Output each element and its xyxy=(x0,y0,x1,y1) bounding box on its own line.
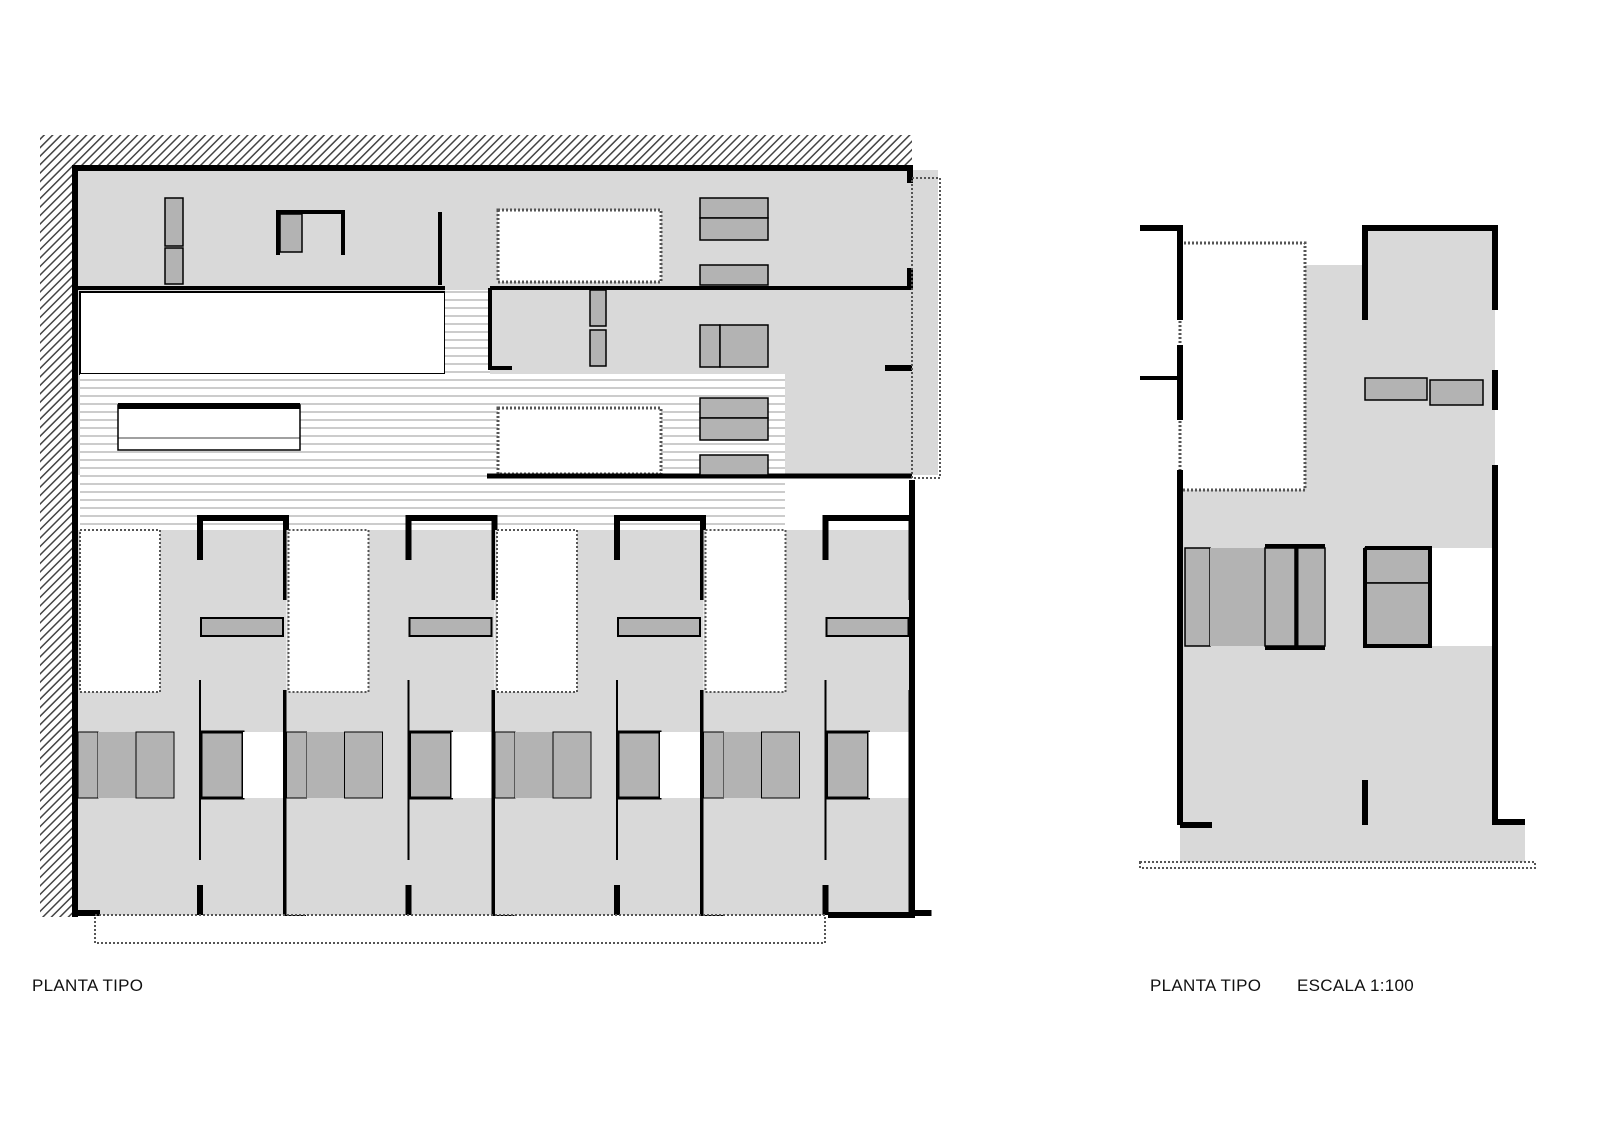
corridor xyxy=(80,374,785,529)
unit-furniture xyxy=(552,731,592,799)
unit-lightwell xyxy=(451,732,492,798)
unit-bathroom xyxy=(616,730,662,800)
unit-lightwell xyxy=(868,732,909,798)
unit-furniture xyxy=(703,731,724,799)
unit-bathroom xyxy=(199,730,245,800)
detail-floor-plan xyxy=(1139,225,1536,869)
detail-courtyard xyxy=(1178,241,1307,492)
lower-apartment-units xyxy=(77,480,932,918)
party-wall-hatch-left xyxy=(40,135,72,917)
unit-furniture xyxy=(344,731,383,799)
unit-furniture xyxy=(98,732,136,798)
unit-lightwell xyxy=(660,732,700,798)
unit-kitchen xyxy=(825,617,910,637)
detail-furniture xyxy=(1184,377,1484,647)
unit-furniture xyxy=(135,731,175,799)
unit-bathroom xyxy=(825,730,870,800)
unit-wall xyxy=(405,515,498,600)
main-floor-plan xyxy=(40,135,941,944)
staircase xyxy=(117,403,301,451)
corridor-connector xyxy=(445,290,490,375)
unit-bathroom xyxy=(408,730,453,800)
unit-furniture xyxy=(494,731,516,799)
detail-balcony-rail xyxy=(1139,861,1536,869)
unit-lightwell xyxy=(243,732,283,798)
unit-furniture xyxy=(77,731,99,799)
courtyard-top xyxy=(496,208,663,284)
unit-kitchen xyxy=(408,617,493,637)
unit-furniture xyxy=(723,732,762,798)
unit-wall xyxy=(614,515,706,600)
party-wall-hatch-top xyxy=(40,135,912,167)
unit-courtyard xyxy=(496,529,578,693)
balcony-rail-bottom xyxy=(94,914,826,944)
unit-furniture xyxy=(286,731,307,799)
detail-courtyard-right xyxy=(1430,548,1495,646)
drawing-title-detail: PLANTA TIPO xyxy=(1150,976,1262,995)
courtyard-mid xyxy=(496,406,663,476)
outer-wall-right xyxy=(828,480,915,918)
unit-wall xyxy=(197,515,289,600)
drawing-title-main: PLANTA TIPO xyxy=(32,976,144,995)
unit-furniture xyxy=(515,732,553,798)
unit-furniture xyxy=(761,731,800,799)
drawing-scale: ESCALA 1:100 xyxy=(1297,976,1415,995)
unit-kitchen xyxy=(200,617,284,637)
upper-walls xyxy=(72,165,913,917)
unit-furniture xyxy=(306,732,345,798)
unit-kitchen xyxy=(617,617,701,637)
void-upper-left xyxy=(79,291,446,375)
unit-courtyard xyxy=(287,529,370,693)
balcony-rail-right xyxy=(911,177,941,479)
unit-courtyard xyxy=(704,529,787,693)
furniture-upper xyxy=(164,197,769,476)
detail-walls xyxy=(1140,225,1525,828)
unit-courtyard xyxy=(79,529,161,693)
